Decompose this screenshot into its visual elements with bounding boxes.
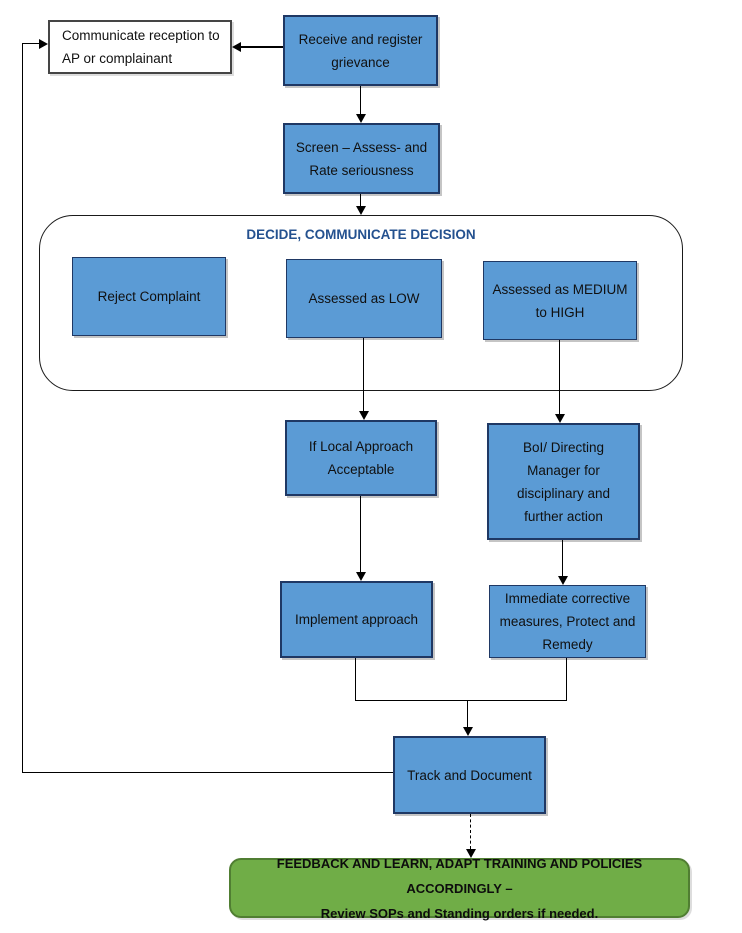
node-label: Receive and register grievance [298, 31, 423, 70]
edge-loop-vertical-line [22, 43, 23, 773]
edge-loop-top-line [23, 43, 40, 44]
node-implement-approach: Implement approach [280, 581, 433, 658]
node-track-and-document: Track and Document [393, 736, 546, 814]
node-label: Reject Complaint [97, 289, 201, 304]
node-label: Assessed as MEDIUM to HIGH [492, 281, 628, 320]
node-if-local-approach: If Local Approach Acceptable [285, 420, 437, 496]
edge-screen-to-decide-arrowhead-icon [356, 206, 366, 215]
node-receive-register-grievance: Receive and register grievance [283, 15, 438, 86]
node-label: Track and Document [407, 767, 532, 783]
edge-low-to-iflocal-line [363, 338, 364, 412]
edge-medium-to-boi-arrowhead-icon [555, 414, 565, 423]
edge-loop-bottom-line [23, 772, 393, 773]
edge-merge-to-track-line [467, 700, 468, 728]
edge-medium-to-boi-line [559, 340, 560, 415]
node-screen-assess-rate: Screen – Assess- and Rate seriousness [283, 123, 440, 194]
edge-loop-arrowhead-icon [39, 39, 48, 49]
node-label: Immediate corrective measures, Protect a… [499, 591, 636, 652]
edge-iflocal-to-implement-line [360, 496, 361, 573]
node-label: Screen – Assess- and Rate seriousness [295, 139, 428, 178]
edge-merge-horizontal-line [355, 700, 567, 701]
node-label: BoI/ Directing Manager for disciplinary … [516, 439, 611, 524]
node-assessed-low: Assessed as LOW [286, 259, 442, 338]
node-label: Assessed as LOW [308, 291, 420, 306]
edge-track-to-feedback-dashed-line [470, 814, 471, 849]
node-label: Implement approach [294, 612, 419, 627]
edge-implement-merge-line [355, 658, 356, 701]
edge-boi-to-immediate-line [562, 540, 563, 577]
node-label: FEEDBACK AND LEARN, ADAPT TRAINING AND P… [276, 855, 643, 921]
edge-immediate-merge-line [566, 658, 567, 701]
edge-iflocal-to-implement-arrowhead-icon [356, 572, 366, 581]
node-label: If Local Approach Acceptable [308, 439, 414, 477]
node-boi-directing-manager: BoI/ Directing Manager for disciplinary … [487, 423, 640, 540]
node-immediate-corrective-measures: Immediate corrective measures, Protect a… [489, 585, 646, 658]
node-label: Communicate reception to AP or complaina… [62, 28, 220, 66]
edge-receive-to-screen-line [360, 86, 361, 115]
node-communicate-reception: Communicate reception to AP or complaina… [48, 20, 232, 74]
decide-group-container [39, 215, 683, 391]
edge-receive-to-communicate-line [240, 46, 283, 48]
edge-receive-to-communicate-arrowhead-icon [232, 42, 241, 52]
node-reject-complaint: Reject Complaint [72, 257, 226, 336]
node-assessed-medium-high: Assessed as MEDIUM to HIGH [483, 261, 637, 340]
edge-low-to-iflocal-arrowhead-icon [359, 411, 369, 420]
edge-boi-to-immediate-arrowhead-icon [558, 576, 568, 585]
node-feedback-and-learn: FEEDBACK AND LEARN, ADAPT TRAINING AND P… [229, 856, 690, 921]
edge-receive-to-screen-arrowhead-icon [356, 114, 366, 123]
edge-merge-to-track-arrowhead-icon [463, 727, 473, 736]
edge-track-to-feedback-arrowhead-icon [466, 849, 476, 858]
decide-group-title: DECIDE, COMMUNICATE DECISION [246, 227, 476, 242]
edge-screen-to-decide-line [360, 194, 361, 207]
